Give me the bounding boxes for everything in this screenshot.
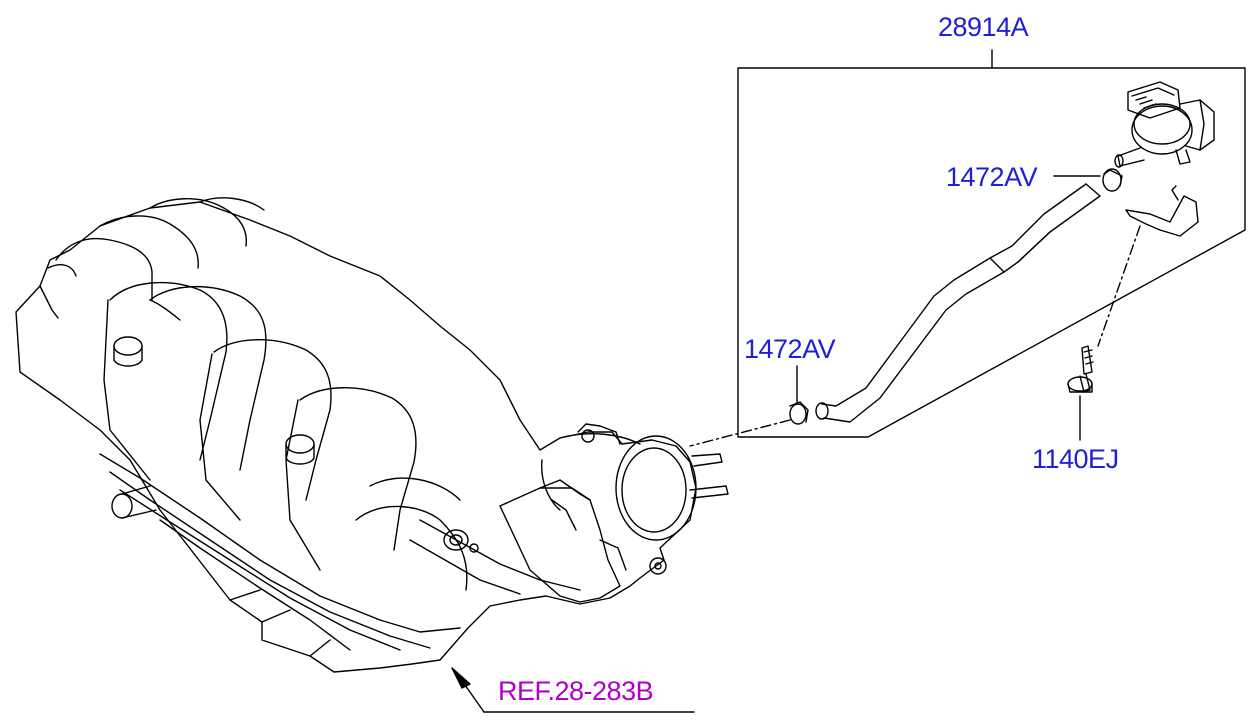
reference-link[interactable]: REF.28-283B <box>498 676 654 706</box>
bolt-part-number[interactable]: 1140EJ <box>1032 444 1119 474</box>
vapor-hose <box>815 183 1101 423</box>
purge-control-valve <box>1114 81 1215 168</box>
bolt-leader-line <box>1097 225 1141 347</box>
hose-connection-line <box>689 419 791 447</box>
throttle-body <box>499 423 729 603</box>
hose-clamp-upper <box>1102 168 1123 192</box>
reference-arrow <box>451 667 695 713</box>
intake-manifold <box>15 197 697 673</box>
assembly-box <box>737 49 1246 438</box>
upper-clamp-part-number[interactable]: 1472AV <box>946 162 1038 192</box>
mounting-bracket <box>1125 185 1199 237</box>
hose-clamp-lower <box>789 401 809 425</box>
flange-bolt <box>1067 345 1094 393</box>
lower-clamp-part-number[interactable]: 1472AV <box>744 334 836 364</box>
assembly-part-number[interactable]: 28914A <box>938 12 1029 42</box>
